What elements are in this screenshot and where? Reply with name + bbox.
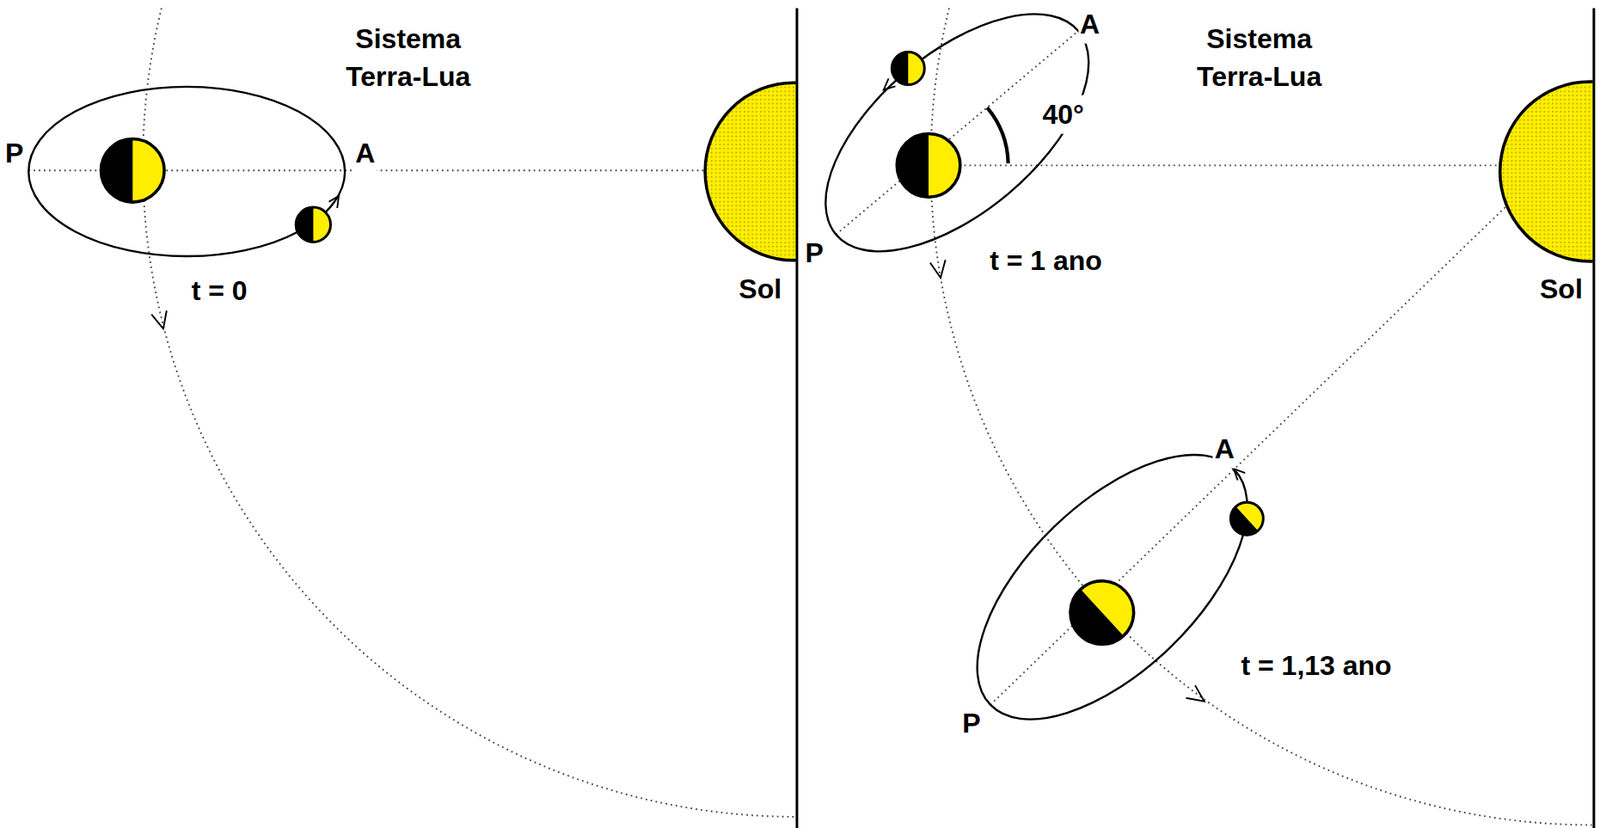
apogee-label-anchor: A xyxy=(1078,5,1102,44)
panel-title-anchor: Sistema Terra-Lua xyxy=(1173,19,1346,98)
perigee-label: P xyxy=(3,134,25,173)
apogee-label: A xyxy=(1078,5,1102,44)
frame-edge xyxy=(1592,7,1595,828)
time-label-anchor: t = 1,13 ano xyxy=(1238,646,1393,686)
time-label-anchor: t = 0 xyxy=(190,271,250,311)
moon-orbit xyxy=(784,0,1130,296)
moon-arrow xyxy=(329,196,339,209)
moon xyxy=(891,52,925,86)
orbit-arrow xyxy=(1185,685,1204,702)
earth xyxy=(1057,567,1147,657)
sun-label: Sol xyxy=(1538,269,1585,309)
panel-title: Sistema Terra-Lua xyxy=(1173,19,1346,98)
apogee-label: A xyxy=(353,134,377,173)
sun-line xyxy=(918,164,1531,166)
time-label: t = 1,13 ano xyxy=(1238,646,1393,686)
perigee-label-anchor: P xyxy=(803,233,825,273)
earth xyxy=(896,134,961,198)
apogee-label-anchor: A xyxy=(353,134,377,173)
moon-arrow xyxy=(1233,468,1245,481)
earth-orbit xyxy=(930,7,1592,825)
left-panel xyxy=(28,7,883,828)
panel-title-anchor: Sistema Terra-Lua xyxy=(322,19,495,98)
moon-arrow xyxy=(883,78,896,90)
angle-label-anchor: 40° xyxy=(1041,95,1086,135)
apogee-label: A xyxy=(1213,429,1237,469)
angle-arc xyxy=(986,107,1008,164)
perigee-label-anchor: P xyxy=(3,134,25,173)
apogee-label-anchor: A xyxy=(1213,429,1237,469)
angle-label: 40° xyxy=(1041,95,1086,135)
right-panel xyxy=(784,0,1600,828)
sun-label-anchor: Sol xyxy=(1538,269,1585,309)
sun xyxy=(704,82,797,261)
moon xyxy=(1224,495,1271,542)
panel-title: Sistema Terra-Lua xyxy=(322,19,495,98)
orbit-arrow xyxy=(930,259,946,278)
perigee-label-anchor: P xyxy=(960,703,982,742)
time-label-anchor: t = 1 ano xyxy=(987,240,1104,280)
orbit-arrow xyxy=(151,310,167,329)
divider xyxy=(795,7,798,828)
sun xyxy=(1500,81,1594,262)
time-label: t = 1 ano xyxy=(987,240,1104,280)
perigee-label: P xyxy=(960,703,982,742)
perigee-label: P xyxy=(803,233,825,273)
sun-label-anchor: Sol xyxy=(736,269,784,309)
earth-orbit xyxy=(142,7,797,816)
moon-orbit xyxy=(28,86,345,257)
moon xyxy=(295,207,331,242)
moon-orbit xyxy=(931,409,1293,766)
earth xyxy=(100,138,165,203)
sun-label: Sol xyxy=(736,269,784,309)
time-label: t = 0 xyxy=(190,271,250,311)
